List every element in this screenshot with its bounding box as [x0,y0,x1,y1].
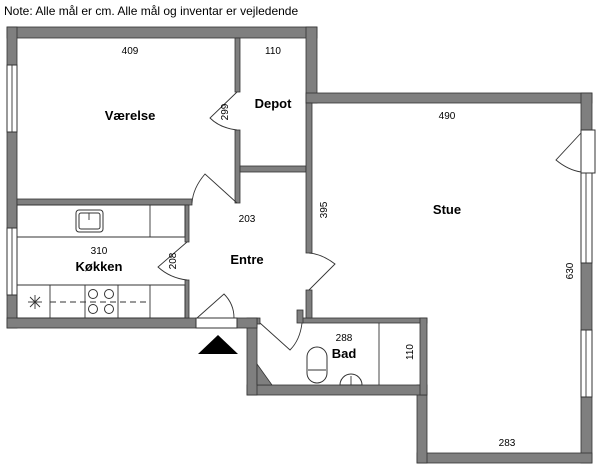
dim-depot-width: 110 [265,46,281,57]
room-depot: Depot [255,96,293,111]
dim-vaerelse-height: 299 [220,103,231,120]
kitchen-counter-bottom [16,284,186,319]
dim-bad-width: 288 [336,333,353,344]
entrance-arrow-icon [198,335,238,354]
windows [6,64,596,398]
dim-stue-left: 395 [319,201,330,218]
window-stue-1 [580,172,593,264]
bath-fixtures [306,323,380,386]
front-door-threshold [195,317,238,329]
doors [157,91,582,351]
dim-entre-width: 203 [239,214,256,225]
toilet-icon [306,346,328,384]
room-koekken: Køkken [76,259,123,274]
dim-stue-bottom: 283 [499,438,516,449]
door-stue [308,252,336,291]
dim-stue-right: 630 [565,262,576,279]
door-front [196,293,235,319]
window-stue-2 [580,329,593,398]
room-entre: Entre [230,252,263,267]
dim-koekken-width: 310 [91,246,108,257]
room-vaerelse: Værelse [105,108,156,123]
labels: 409 Værelse 299 110 Depot 490 Stue 395 6… [76,46,576,449]
fan-icon [28,295,42,309]
kitchen-fixtures [16,204,186,319]
dim-vaerelse-width: 409 [122,46,139,57]
plan-note: Note: Alle mål er cm. Alle mål og invent… [4,4,299,18]
room-stue: Stue [433,202,461,217]
dim-bad-height: 110 [405,344,416,360]
walls [6,26,593,464]
door-bad [259,322,303,351]
door-koekken [157,241,188,281]
dim-stue-top: 490 [439,111,456,122]
stove-icon [88,289,114,314]
dim-koekken-height: 208 [168,252,179,269]
door-depot [209,91,238,131]
room-bad: Bad [332,346,357,361]
door-vaerelse [191,173,238,204]
door-balcony-swing [555,132,582,173]
balcony-door [580,129,596,174]
